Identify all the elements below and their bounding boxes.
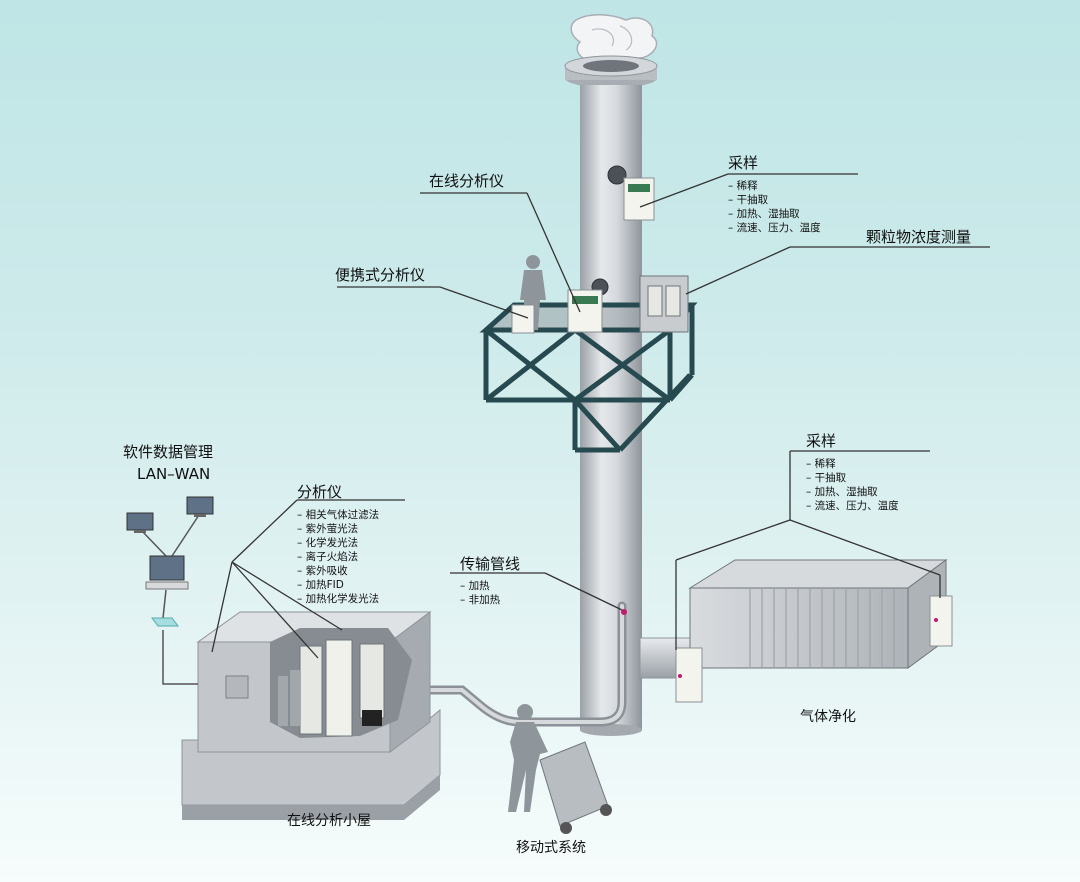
transfer-line-title: 传输管线 [460,555,521,573]
lan-wan-label: LAN–WAN [137,465,211,483]
analyzer-method-item: 加热FID [297,578,379,592]
sampling-top-title: 采样 [728,154,759,172]
mobile-system [508,704,612,834]
sampling-right-item: 稀释 [806,457,899,471]
portable-analyzer-label: 便携式分析仪 [335,266,426,284]
gas-purification-unit [639,559,953,703]
sampling-top-item: 加热、湿抽取 [728,207,821,221]
gas-purification-caption: 气体净化 [800,709,856,725]
network-devices [126,496,214,685]
sampling-right-list: 稀释 干抽取 加热、湿抽取 流速、压力、温度 [806,457,899,513]
particulate-measurement-label: 颗粒物浓度测量 [866,228,972,246]
analyzer-method-item: 相关气体过滤法 [297,508,380,522]
analyzer-method-list: 相关气体过滤法 紫外萤光法 化学发光法 离子火焰法 紫外吸收 加热FID 加热化… [297,508,380,606]
analyzer-method-item: 加热化学发光法 [297,592,380,606]
sampling-top-item: 稀释 [728,179,821,193]
sampling-right-item: 加热、湿抽取 [806,485,899,499]
analyzer-title: 分析仪 [297,483,343,501]
analyzer-shelter [181,611,441,820]
analyzer-method-item: 紫外萤光法 [297,522,379,536]
analyzer-method-item: 紫外吸收 [297,564,379,578]
sampling-top-item: 干抽取 [728,193,821,207]
leader-lines [211,173,990,659]
sampling-top-list: 稀释 干抽取 加热、湿抽取 流速、压力、温度 [728,179,821,235]
sampling-right-item: 干抽取 [806,471,899,485]
stack-instruments [511,177,689,334]
analyzer-method-item: 化学发光法 [297,536,379,550]
shelter-caption: 在线分析小屋 [287,813,371,829]
software-label: 软件数据管理 [123,443,214,461]
sampling-right-title: 采样 [806,432,837,450]
analyzer-method-item: 离子火焰法 [297,550,379,564]
mobile-system-caption: 移动式系统 [516,840,586,856]
online-analyzer-label: 在线分析仪 [429,172,505,190]
transfer-line-list: 加热 非加热 [460,579,501,607]
sampling-right-item: 流速、压力、温度 [806,499,899,513]
transfer-line-item: 非加热 [460,593,501,607]
transfer-line-item: 加热 [460,579,500,593]
sampling-top-item: 流速、压力、温度 [728,221,821,235]
